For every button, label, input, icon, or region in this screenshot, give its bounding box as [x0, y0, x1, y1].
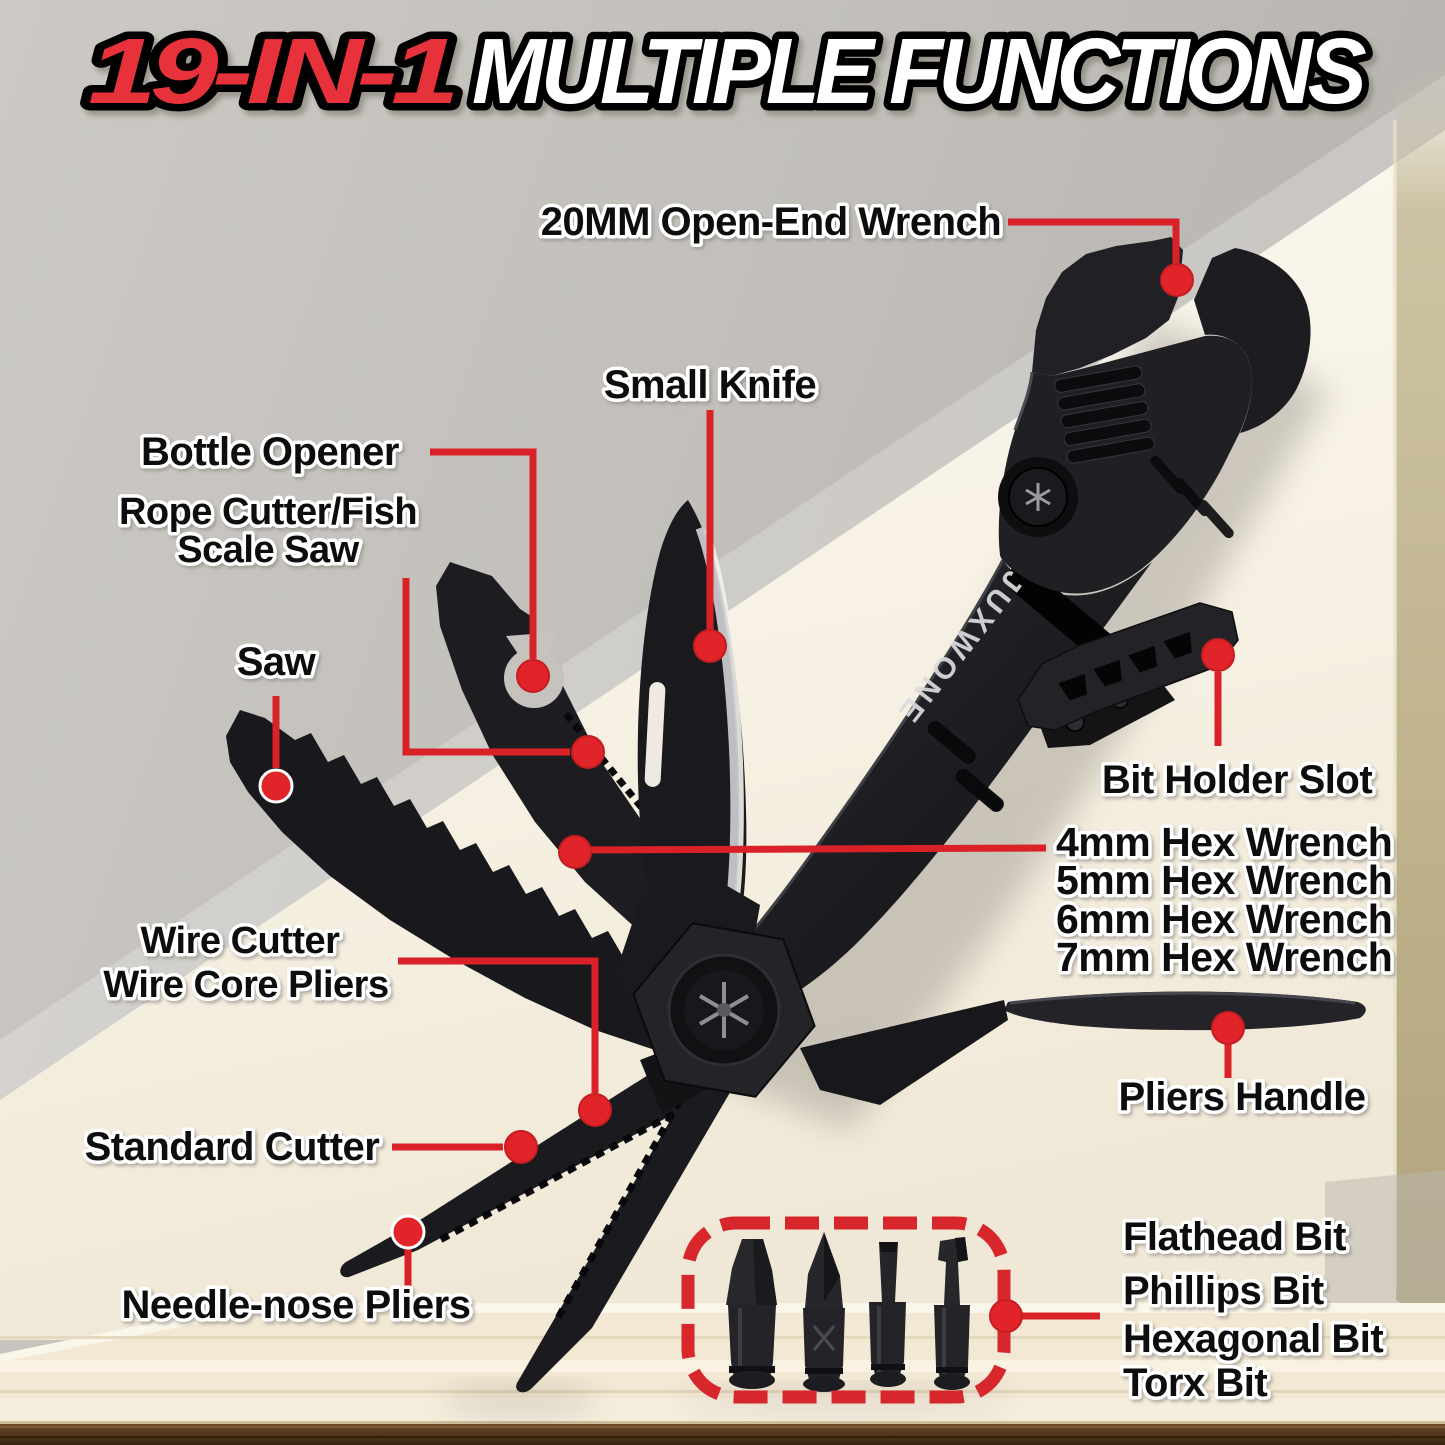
bits-group: [681, 1216, 1011, 1404]
dot-pliers-handle: [1211, 1011, 1245, 1045]
wall-corner-strip: [1396, 58, 1445, 1330]
knife-nail-slot: [644, 682, 666, 787]
wrench-head: [998, 237, 1311, 594]
callout-line-wire-cutter: [398, 957, 599, 1093]
label-wire-cutter-line2: Wire Core Pliers: [103, 964, 388, 1006]
label-hex-6mm: 6mm Hex Wrench: [1056, 896, 1392, 942]
label-standard-cutter: Standard Cutter: [85, 1125, 380, 1169]
label-flathead-bit: Flathead Bit: [1123, 1215, 1346, 1259]
title-highlight: 19-IN-1: [88, 19, 453, 123]
label-phillips-bit: Phillips Bit: [1123, 1269, 1324, 1313]
label-bit-holder: Bit Holder Slot: [1102, 758, 1372, 802]
callout-line-wrench: [1008, 218, 1180, 264]
dot-saw: [258, 768, 294, 804]
dot-bit-holder: [1201, 638, 1235, 672]
knife-blade: [637, 500, 747, 995]
callout-line-bottle-opener: [430, 448, 537, 659]
wrench-movable-jaw: [1194, 248, 1311, 433]
dot-needle-nose: [390, 1214, 426, 1250]
dot-bits: [989, 1299, 1023, 1333]
label-saw: Saw: [237, 640, 317, 684]
bit-holder-arm: [1017, 602, 1239, 748]
torx-bit-illustration: [934, 1237, 970, 1390]
title-rest: MULTIPLE FUNCTIONS: [472, 19, 1367, 123]
label-bottle-opener: Bottle Opener: [141, 430, 399, 474]
label-hex-7mm: 7mm Hex Wrench: [1056, 934, 1392, 980]
corner-highlight: [1393, 120, 1397, 1290]
dot-small-knife: [693, 629, 727, 663]
callout-line-rope-cutter: [402, 578, 570, 756]
label-wrench: 20MM Open-End Wrench: [541, 200, 1001, 244]
dot-wrench: [1160, 263, 1194, 297]
dot-bottle-opener: [516, 659, 550, 693]
label-needle-nose: Needle-nose Pliers: [122, 1283, 471, 1327]
dot-rope-cutter: [571, 735, 605, 769]
table: [0, 1303, 1445, 1445]
flathead-bit-illustration: [726, 1239, 777, 1389]
label-hex-4mm: 4mm Hex Wrench: [1056, 819, 1392, 865]
bits-dashed-box: [681, 1216, 1011, 1404]
callout-dots: [258, 263, 1245, 1333]
label-hex-5mm: 5mm Hex Wrench: [1056, 857, 1392, 903]
callout-line-hex-wrench: [577, 844, 1047, 854]
label-rope-cutter-line2: Scale Saw: [177, 529, 359, 571]
callouts: [272, 218, 1232, 1320]
wrench-worm-screw: [1054, 365, 1155, 464]
label-hexagonal-bit: Hexagonal Bit: [1123, 1317, 1383, 1361]
handle-slot-1: [927, 720, 976, 764]
hexagonal-bit-illustration: [869, 1242, 906, 1387]
dot-standard-cutter: [504, 1130, 538, 1164]
handle-slot-2: [955, 768, 1004, 812]
pliers-handle-arm: [800, 991, 1366, 1105]
label-pliers-handle: Pliers Handle: [1119, 1075, 1366, 1119]
neck-grooves: [1150, 455, 1234, 539]
phillips-bit-illustration: [803, 1232, 845, 1392]
head-screw: [998, 457, 1078, 537]
wrench-fixed-jaw: [1032, 237, 1183, 376]
label-wire-cutter-line1: Wire Cutter: [141, 920, 341, 962]
label-rope-cutter-line1: Rope Cutter/Fish: [119, 491, 417, 533]
label-small-knife: Small Knife: [604, 363, 816, 407]
pliers-jaw-right: [516, 1072, 742, 1393]
label-torx-bit: Torx Bit: [1123, 1361, 1267, 1405]
pliers-tip-shadow: [440, 1387, 600, 1413]
dot-wire-cutter: [578, 1093, 612, 1127]
bit-holder-slots: [1058, 631, 1192, 701]
wall-shade-patch: [1325, 1170, 1445, 1304]
jaw-right-serration: [554, 1098, 684, 1320]
page-title: 19-IN-1 MULTIPLE FUNCTIONS: [81, 12, 1380, 131]
dot-hex-wrench: [558, 835, 592, 869]
